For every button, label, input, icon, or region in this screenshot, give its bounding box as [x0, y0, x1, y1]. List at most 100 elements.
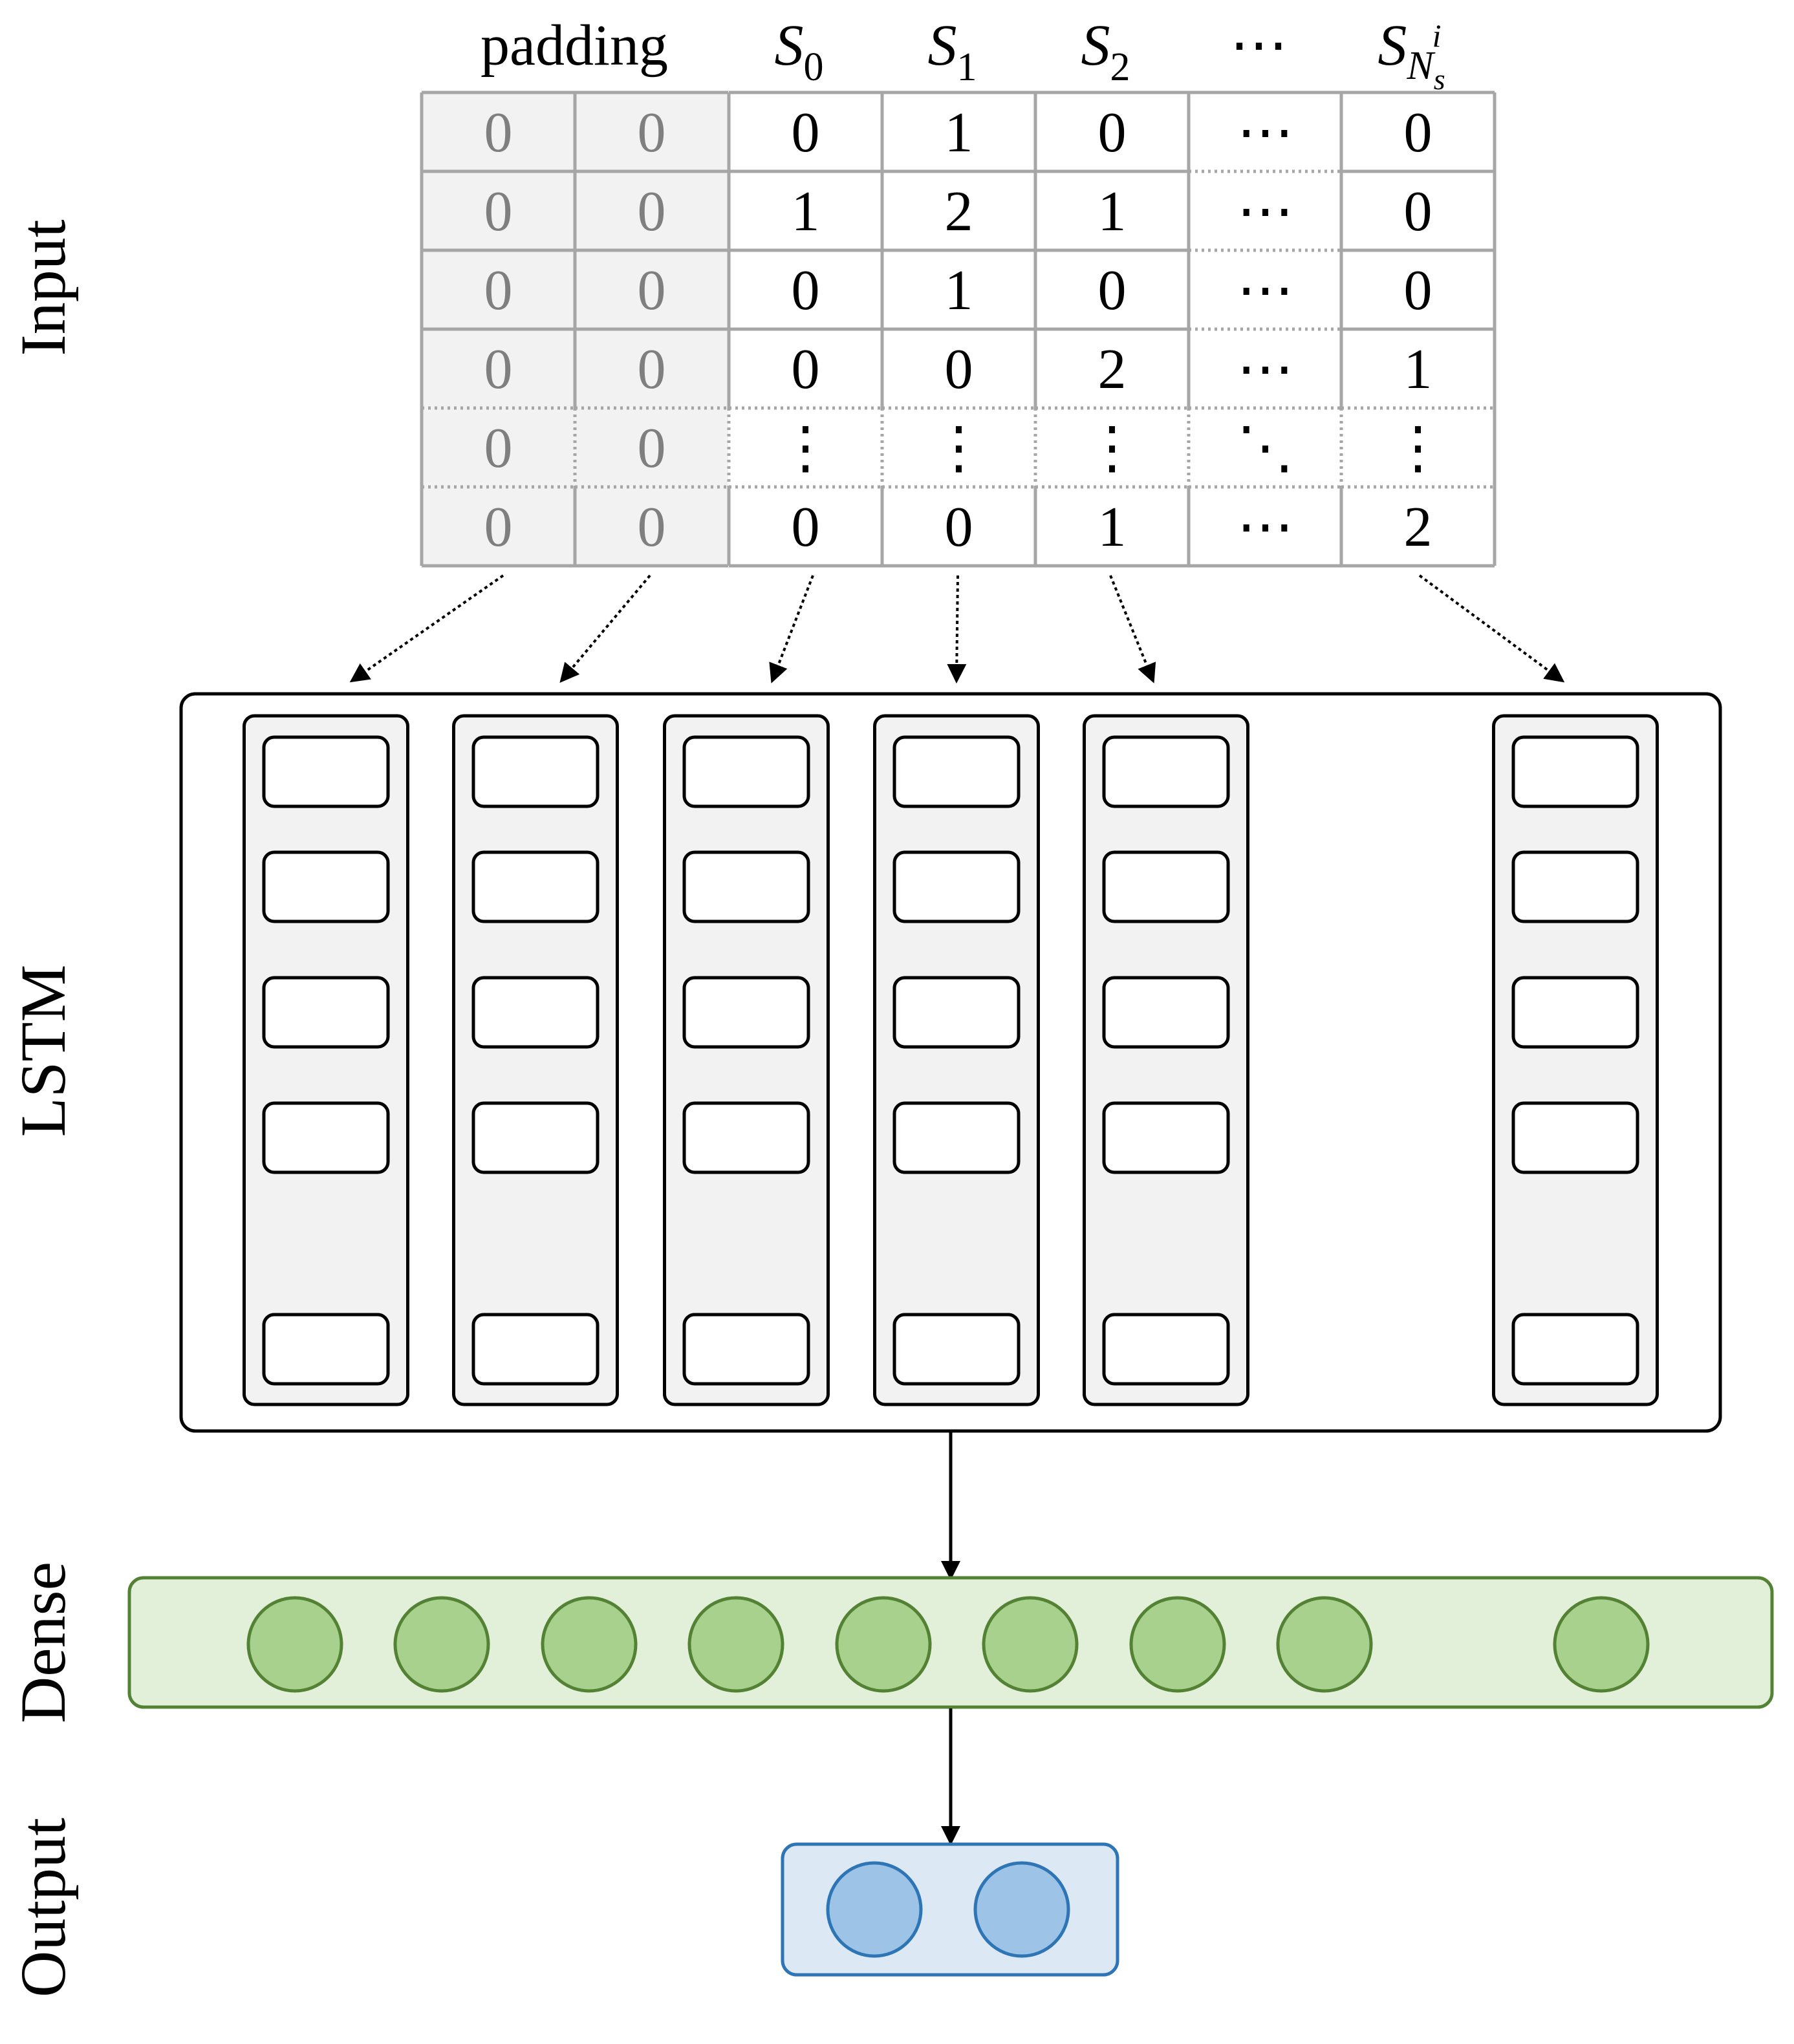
dense-node — [393, 1596, 490, 1693]
table-cell: 0 — [638, 259, 666, 322]
lstm-column — [1083, 714, 1249, 1406]
dense-node — [1553, 1596, 1650, 1693]
lstm-unit — [892, 976, 1021, 1049]
dense-node — [541, 1596, 638, 1693]
dense-node — [687, 1596, 784, 1693]
input-arrow — [769, 575, 814, 683]
output-node — [826, 1861, 923, 1958]
input-arrow — [1418, 574, 1565, 683]
lstm-unit — [471, 735, 600, 808]
table-cell: 0 — [945, 496, 973, 559]
table-cell: ⋯ — [1237, 102, 1294, 164]
lstm-unit — [262, 735, 390, 808]
table-cell: 0 — [1404, 259, 1432, 322]
table-cell: 0 — [638, 180, 666, 243]
header-col-3: ⋯ — [1230, 14, 1288, 78]
table-cell: ⋮ — [931, 417, 988, 480]
table-cell: 0 — [638, 417, 666, 480]
table-cell: 1 — [1098, 180, 1127, 243]
dense-layer — [127, 1576, 1774, 1709]
table-cell: ⋮ — [777, 417, 834, 480]
lstm-unit — [471, 850, 600, 923]
header-col-base: S — [928, 14, 957, 78]
table-cell: 1 — [1098, 496, 1127, 559]
input-arrow — [559, 574, 651, 683]
lstm-unit — [471, 1313, 600, 1386]
lstm-unit — [892, 1313, 1021, 1386]
table-cell: 0 — [638, 102, 666, 164]
output-node — [973, 1861, 1070, 1958]
table-cell: 0 — [1098, 102, 1127, 164]
lstm-unit — [892, 1101, 1021, 1174]
lstm-unit — [1511, 1313, 1639, 1386]
lstm-unit — [892, 735, 1021, 808]
table-cell: ⋮ — [1084, 417, 1141, 480]
lstm-unit — [471, 1101, 600, 1174]
lstm-column — [243, 714, 409, 1406]
input-arrows — [349, 574, 1565, 683]
lstm-unit — [682, 1101, 810, 1174]
dense-node — [246, 1596, 343, 1693]
table-cell: ⋱ — [1237, 417, 1294, 480]
lstm-unit — [1511, 735, 1639, 808]
header-col-base: S — [775, 14, 804, 78]
lstm-unit — [682, 976, 810, 1049]
table-cell: 0 — [638, 496, 666, 559]
header-col-0: S0 — [775, 14, 824, 89]
table-cell: 0 — [792, 338, 820, 401]
table-cell: 0 — [484, 496, 513, 559]
lstm-unit — [1102, 850, 1230, 923]
lstm-unit — [1102, 735, 1230, 808]
header-col-4: SNsi — [1378, 14, 1445, 96]
dense-node — [835, 1596, 932, 1693]
table-cell: 0 — [484, 180, 513, 243]
lstm-unit — [1511, 976, 1639, 1049]
table-cell: 0 — [484, 102, 513, 164]
header-col-sub: 0 — [804, 45, 824, 89]
table-cell: 0 — [638, 338, 666, 401]
lstm-column-box — [1492, 714, 1659, 1406]
dense-node — [1276, 1596, 1373, 1693]
lstm-column-box — [1083, 714, 1249, 1406]
lstm-columns — [243, 714, 1659, 1406]
lstm-unit — [262, 850, 390, 923]
lstm-column-box — [243, 714, 409, 1406]
table-cell: 2 — [1404, 496, 1432, 559]
lstm-unit — [892, 850, 1021, 923]
header-col-base: S — [1378, 14, 1407, 78]
lstm-unit — [1102, 1101, 1230, 1174]
header-col-2: S2 — [1081, 14, 1130, 89]
section-label-lstm: LSTM — [7, 965, 79, 1137]
header-col-base: S — [1081, 14, 1110, 78]
table-cell: ⋯ — [1237, 180, 1294, 243]
lstm-unit — [262, 1101, 390, 1174]
dense-node — [1129, 1596, 1226, 1693]
lstm-column — [1492, 714, 1659, 1406]
lstm-unit — [262, 1313, 390, 1386]
lstm-column — [663, 714, 830, 1406]
lstm-column-box — [663, 714, 830, 1406]
lstm-unit — [1511, 850, 1639, 923]
table-cell: 1 — [945, 102, 973, 164]
lstm-column — [873, 714, 1040, 1406]
lstm-unit — [682, 1313, 810, 1386]
lstm-column-box — [452, 714, 619, 1406]
table-cell: 0 — [792, 259, 820, 322]
table-cell: 0 — [1404, 180, 1432, 243]
lstm-unit — [1102, 976, 1230, 1049]
table-cell: ⋯ — [1237, 338, 1294, 401]
table-cell: ⋯ — [1237, 496, 1294, 559]
table-cell: 0 — [484, 259, 513, 322]
section-label-input: Input — [7, 219, 79, 356]
lstm-unit — [1102, 1313, 1230, 1386]
header-col-base: ⋯ — [1230, 14, 1288, 78]
lstm-column-box — [873, 714, 1040, 1406]
table-cell: 2 — [945, 180, 973, 243]
table-cell: 1 — [792, 180, 820, 243]
table-cell: ⋮ — [1390, 417, 1447, 480]
table-cell: 1 — [1404, 338, 1432, 401]
lstm-unit — [471, 976, 600, 1049]
